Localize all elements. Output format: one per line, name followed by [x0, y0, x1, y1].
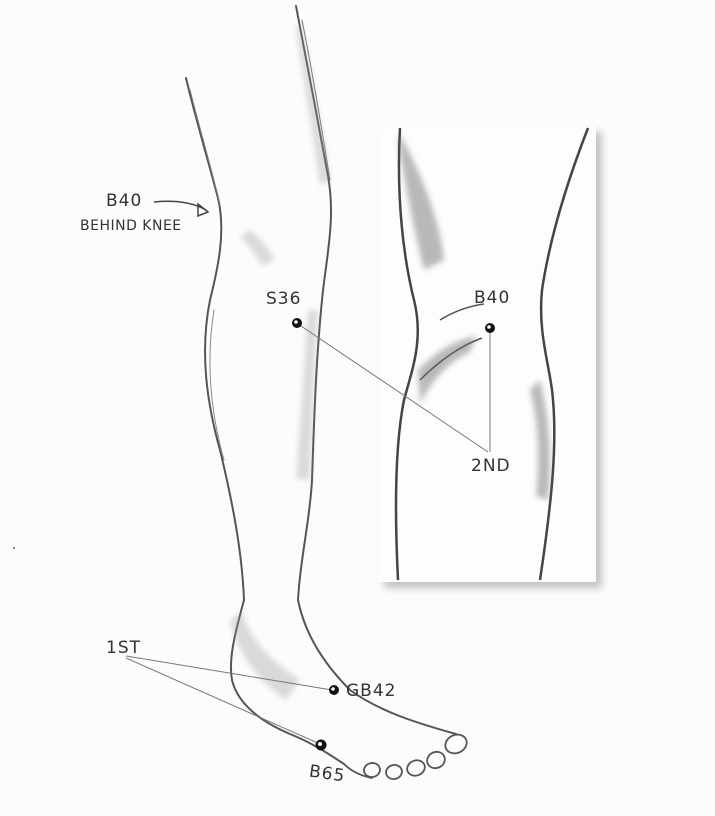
point-b65	[316, 740, 327, 751]
label-s36: S36	[266, 289, 301, 309]
label-2nd: 2ND	[471, 456, 511, 476]
label-b40-main: B40	[106, 191, 142, 211]
label-behind-knee: BEHIND KNEE	[80, 218, 182, 234]
label-gb42: GB42	[346, 681, 396, 701]
label-b40-inset: B40	[474, 288, 510, 308]
point-b40-inset	[485, 323, 495, 333]
point-gb42	[329, 685, 339, 695]
leg-shading	[230, 20, 330, 700]
label-1st: 1ST	[106, 638, 141, 658]
b40-arrow	[154, 201, 208, 216]
point-s36	[292, 318, 302, 328]
stray-mark	[13, 547, 15, 549]
